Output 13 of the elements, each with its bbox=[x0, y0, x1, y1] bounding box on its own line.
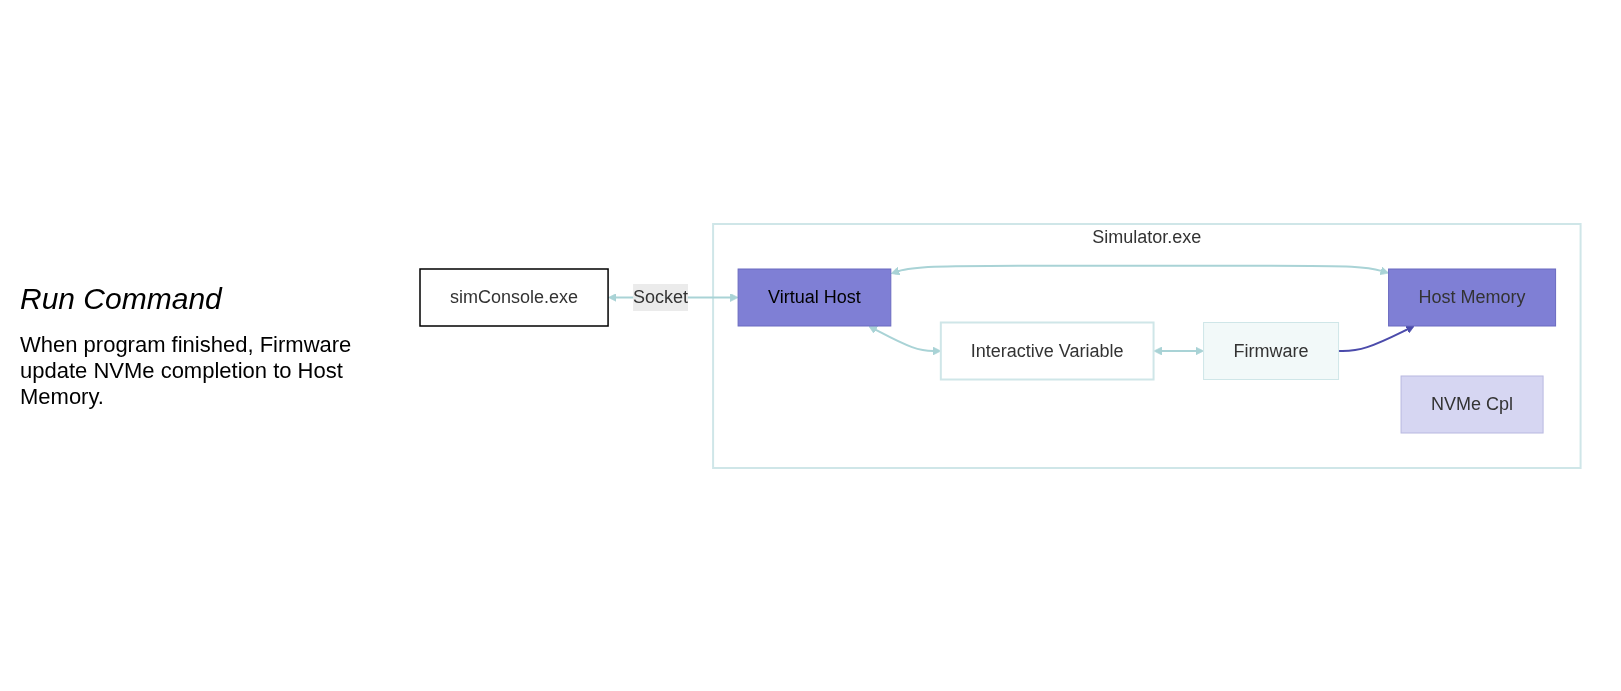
node-box: Virtual Host bbox=[737, 268, 892, 326]
arrow bbox=[1153, 346, 1205, 355]
arrow bbox=[868, 325, 942, 355]
node-box: NVMe Cpl bbox=[1400, 375, 1544, 433]
node-box: Host Memory bbox=[1388, 268, 1557, 326]
node-box: Interactive Variable bbox=[940, 321, 1155, 380]
node-box: simConsole.exe bbox=[419, 267, 609, 327]
note-text: When program finished, Firmware update NVMe completion to Host Memory. bbox=[20, 331, 353, 410]
arrow bbox=[891, 264, 1390, 275]
arrow bbox=[1337, 325, 1415, 352]
command-label: Run Command bbox=[20, 281, 224, 316]
node-box: Firmware bbox=[1203, 321, 1340, 380]
edge-label: Socket bbox=[633, 286, 689, 307]
